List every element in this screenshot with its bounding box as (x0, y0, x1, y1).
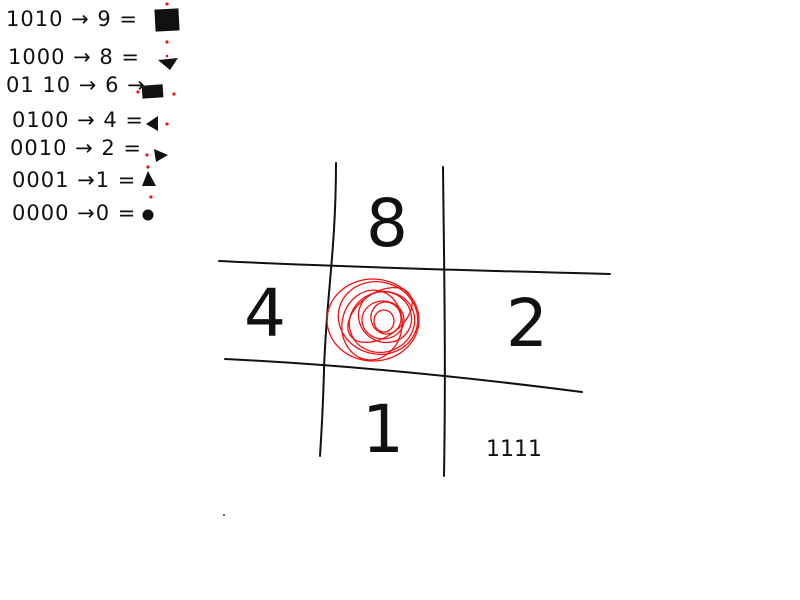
grid-label-bottom: 1 (362, 391, 404, 468)
center-scribble-mark (326, 278, 420, 362)
grid-label-right: 2 (506, 285, 548, 362)
triangle-left-symbol-icon (146, 116, 169, 131)
grid-line-vertical-right (442, 166, 446, 477)
triangle-up-symbol-icon (142, 165, 156, 186)
grid-label-top: 8 (366, 185, 408, 262)
circle-symbol-icon (142, 195, 154, 221)
legend: 1010 → 9 = 1000 → 8 = 01 10 → 6 → 0100 →… (6, 2, 180, 225)
legend-row-2-text: 1000 → 8 = (8, 45, 140, 69)
triangle-down-symbol-icon (158, 40, 178, 70)
legend-row-1-text: 1010 → 9 = (6, 7, 138, 31)
grid-line-vertical-left (319, 162, 337, 457)
grid-label-left: 4 (244, 275, 286, 352)
legend-row-7-text: 0000 →0 = (12, 201, 136, 225)
legend-row-4-text: 0100 → 4 = (12, 108, 144, 132)
legend-row-6-text: 0001 →1 = (12, 168, 136, 192)
triangle-right-symbol-icon (145, 149, 168, 162)
square-symbol-icon (154, 2, 180, 32)
grid-corner-label: 1111 (486, 437, 542, 462)
grid (218, 162, 611, 477)
legend-row-3-text: 01 10 → 6 → (6, 73, 146, 97)
grid-line-horizontal-bottom (224, 358, 583, 393)
stray-dot (223, 514, 225, 516)
legend-row-5-text: 0010 → 2 = (10, 136, 142, 160)
rectangle-symbol-icon (136, 84, 176, 99)
grid-line-horizontal-top (218, 260, 611, 275)
